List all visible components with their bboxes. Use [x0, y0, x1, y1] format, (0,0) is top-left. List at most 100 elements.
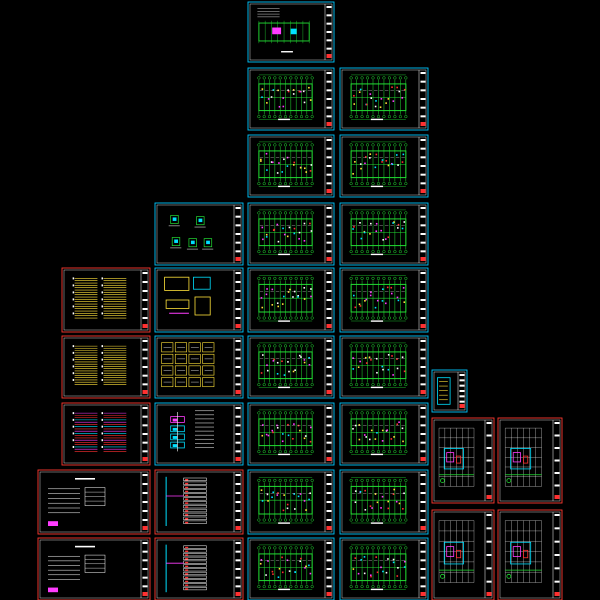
title-block-field	[142, 433, 148, 435]
drawing-sheet-s12[interactable]	[339, 267, 429, 333]
drawing-sheet-s14[interactable]	[154, 335, 244, 399]
grid-bubble	[387, 585, 391, 589]
grid-bubble	[398, 250, 402, 254]
drawing-sheet-s11[interactable]	[247, 267, 335, 333]
fixture-mark	[375, 153, 378, 156]
title-block-field	[420, 510, 426, 512]
drawing-sheet-s33[interactable]	[497, 509, 563, 600]
title-block-field	[554, 434, 560, 437]
drawing-sheet-s09[interactable]	[61, 267, 151, 333]
fixture-mark	[261, 354, 264, 356]
fixture-mark	[370, 97, 373, 99]
drawing-sheet-s25[interactable]	[154, 469, 244, 535]
drawing-sheet-s30[interactable]	[247, 537, 335, 600]
title-block-stamp	[326, 324, 332, 328]
drawing-sheet-s19[interactable]	[154, 402, 244, 466]
fixture-mark	[283, 295, 285, 298]
title-block-field	[486, 567, 492, 570]
grid-bubble	[305, 76, 309, 80]
title-block-field	[326, 568, 332, 570]
title-block-stamp	[420, 257, 426, 261]
fixture-mark	[384, 302, 387, 305]
grid-bubble	[278, 450, 282, 454]
grid-bubble	[267, 478, 272, 482]
drawing-sheet-s04[interactable]	[247, 134, 335, 198]
title-block-stamp	[142, 324, 148, 328]
title-block-field	[235, 241, 241, 244]
sheet-inner-border	[39, 539, 149, 599]
fixture-mark	[292, 370, 295, 373]
drawing-sheet-s29[interactable]	[154, 537, 244, 600]
fixture-mark	[375, 222, 378, 225]
drawing-sheet-s08[interactable]	[339, 202, 429, 266]
title-block-field	[554, 484, 560, 487]
riser-mark	[185, 550, 189, 553]
grid-bubble	[294, 585, 298, 589]
drawing-sheet-s21[interactable]	[339, 402, 429, 466]
grid-bubble	[376, 276, 381, 280]
drawing-sheet-s06[interactable]	[154, 202, 244, 266]
fixture-mark	[369, 294, 372, 297]
drawing-sheet-s13[interactable]	[61, 335, 151, 399]
fixture-mark	[271, 288, 274, 291]
drawing-sheet-s05[interactable]	[339, 134, 429, 198]
fixture-mark	[277, 305, 280, 308]
drawing-sheet-s28[interactable]	[37, 537, 151, 600]
drawing-sheet-s07[interactable]	[247, 202, 335, 266]
fixture-mark	[278, 105, 281, 108]
title-block-stamp	[326, 122, 332, 126]
drawing-sheet-s01[interactable]	[247, 1, 335, 63]
grid-bubble	[294, 383, 298, 387]
detail-box	[188, 365, 201, 376]
drawing-sheet-s24[interactable]	[37, 469, 151, 535]
grid-bubble	[278, 115, 282, 119]
title-block-field	[235, 308, 241, 310]
title-block-stamp	[420, 324, 426, 328]
riser-mark	[185, 486, 189, 489]
fixture-mark	[310, 295, 312, 298]
fixture-mark	[277, 492, 279, 494]
fixture-mark	[305, 509, 307, 511]
drawing-sheet-s31[interactable]	[339, 537, 429, 600]
drawing-sheet-s16[interactable]	[339, 335, 429, 399]
fixture-mark	[393, 221, 395, 223]
grid-bubble	[404, 585, 408, 589]
fixture-mark	[303, 359, 306, 361]
title-block-field	[420, 550, 426, 553]
title-block-field	[235, 576, 241, 579]
detail-box	[202, 365, 215, 376]
grid-bubble	[387, 478, 391, 482]
grid-bubble	[387, 383, 391, 387]
drawing-sheet-s20[interactable]	[247, 402, 335, 466]
note-bullet	[72, 305, 75, 308]
drawing-sheet-s17[interactable]	[431, 369, 468, 413]
riser-floor	[183, 516, 207, 520]
fixture-mark	[358, 91, 361, 93]
detail-box	[161, 353, 174, 364]
drawing-sheet-s27[interactable]	[339, 469, 429, 535]
drawing-sheet-s32[interactable]	[431, 509, 495, 600]
grid-bubble	[349, 211, 353, 215]
sheet-title-bar	[281, 51, 293, 53]
drawing-sheet-s26[interactable]	[247, 469, 335, 535]
title-block-field	[420, 89, 426, 92]
drawing-sheet-s10[interactable]	[154, 267, 244, 333]
title-block-field	[142, 519, 148, 521]
fixture-mark	[380, 98, 383, 100]
drawing-sheet-s18[interactable]	[61, 402, 151, 466]
fixture-mark	[276, 361, 279, 364]
drawing-sheet-s22[interactable]	[431, 417, 495, 504]
title-block-field	[326, 241, 332, 244]
drawing-sheet-s02[interactable]	[247, 67, 335, 131]
drawing-sheet-s03[interactable]	[339, 67, 429, 131]
drawing-sheet-s23[interactable]	[497, 417, 563, 504]
grid-bubble	[360, 478, 364, 482]
fixture-mark	[401, 356, 404, 358]
fixture-mark	[282, 509, 285, 512]
riser-floor	[183, 497, 207, 501]
drawing-sheet-s15[interactable]	[247, 335, 335, 399]
fixture-mark	[303, 287, 306, 289]
title-block-field	[420, 281, 426, 283]
